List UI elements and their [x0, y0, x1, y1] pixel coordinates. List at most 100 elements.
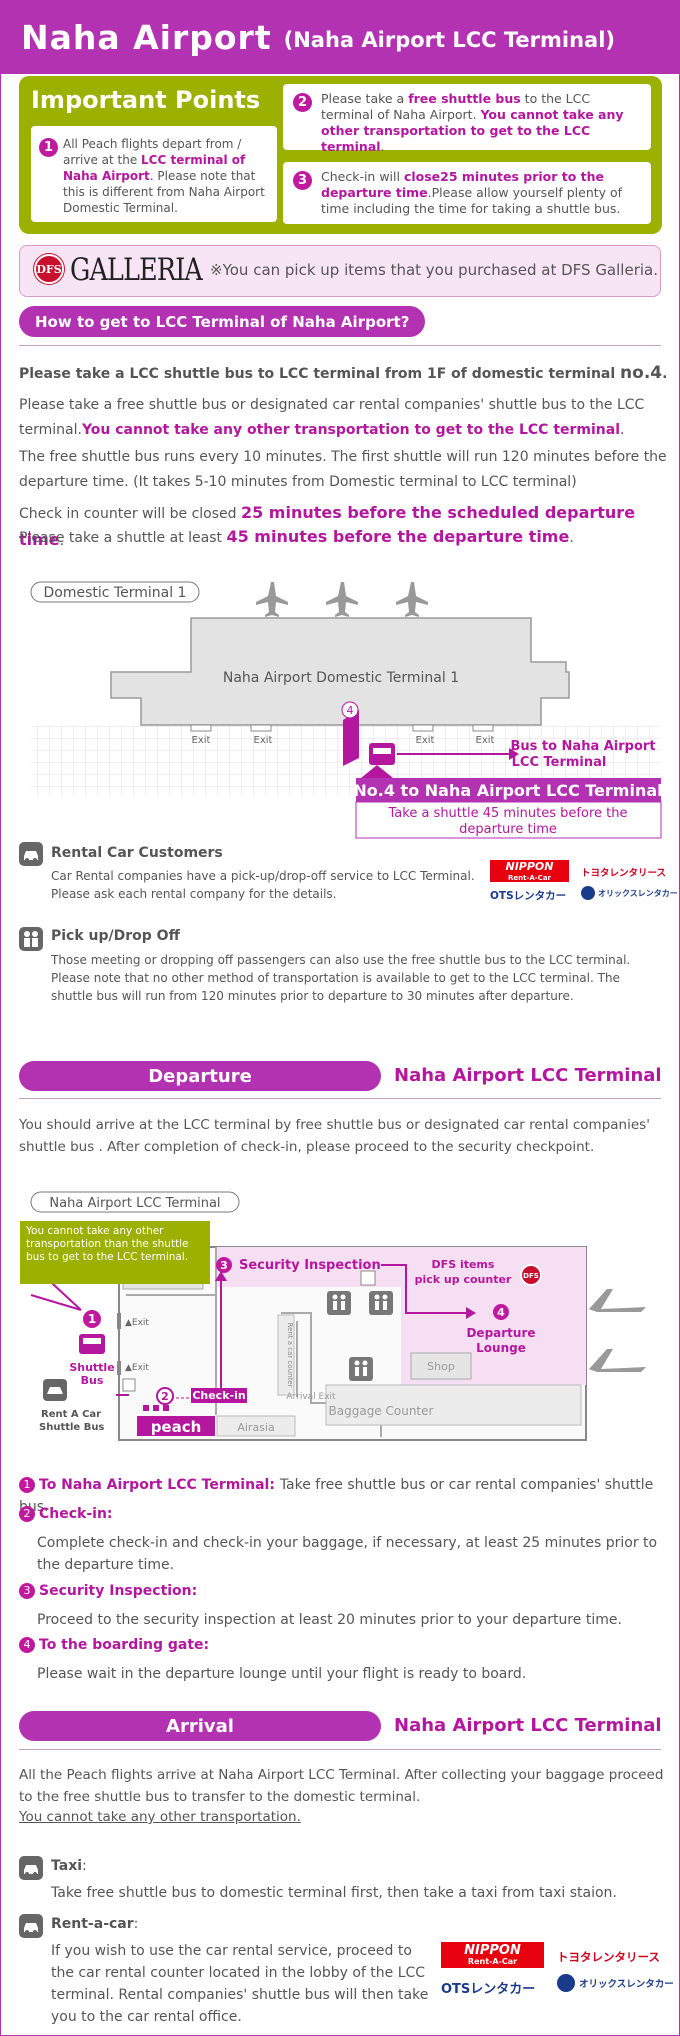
terminal-building: [110, 617, 570, 726]
page-subtitle: (Naha Airport LCC Terminal): [283, 28, 616, 52]
baggage-counter-box: [325, 1384, 582, 1426]
dfs-icon: [520, 1264, 542, 1286]
important-point-2: 2 Please take a free shuttle bus to the …: [283, 84, 651, 154]
arrow-right-icon: [466, 1307, 476, 1319]
page-title: Naha Airport: [21, 17, 272, 57]
route-arrow: [381, 1264, 466, 1314]
exit-label: Exit: [192, 735, 211, 746]
take-shuttle-line-1: Take a shuttle 45 minutes before the: [388, 806, 628, 821]
rent-label-2: Shuttle Bus: [39, 1422, 104, 1433]
pickup-title: Pick up/Drop Off: [51, 928, 180, 944]
dfs-logo: DFS: [34, 254, 64, 284]
pickup-body: Those meeting or dropping off passengers…: [51, 953, 631, 1003]
airasia-counter: [216, 1415, 296, 1437]
rental-body-2: Please ask each rental company for the d…: [51, 887, 337, 901]
shuttle-label-1: Shuttle: [69, 1361, 114, 1374]
lcc-warning-box: You cannot take any other transportation…: [20, 1221, 210, 1284]
shop-label: Shop: [427, 1360, 455, 1373]
terminal-building-label: Naha Airport Domestic Terminal 1: [223, 670, 459, 686]
restroom-icon: [327, 1291, 393, 1381]
lounge-label-1: Departure: [466, 1326, 535, 1340]
rent-counter-box: [277, 1314, 295, 1396]
orix-icon: [581, 886, 595, 900]
exit-label: ▲Exit: [125, 1318, 149, 1328]
gate-4-marker: [343, 710, 359, 766]
exit-markers: [190, 724, 494, 732]
divider: [19, 345, 661, 346]
airasia-label: Airasia: [237, 1421, 274, 1434]
peach-counter: [137, 1416, 215, 1436]
lcc-terminal-tag: [30, 1191, 240, 1213]
dfs-galleria-banner: DFS GALLERIA ※You can pick up items that…: [19, 245, 661, 297]
smoking-icon: [360, 1270, 376, 1286]
rental-body-1: Car Rental companies have a pick-up/drop…: [51, 869, 475, 883]
howto-para-4: Please take a shuttle at least 45 minute…: [19, 527, 574, 546]
lcc-terminal-map: Naha Airport LCC Terminal Shop Shop Rent…: [30, 1191, 646, 1441]
important-point-3: 3 Check-in will close25 minutes prior to…: [283, 162, 651, 224]
car-icon: [19, 1914, 43, 1938]
howto-para-3: Check in counter will be closed 25 minut…: [19, 503, 636, 549]
queue-markers: [143, 1405, 169, 1411]
dfs-items-label-2: pick up counter: [415, 1273, 512, 1286]
number-1-icon: 1: [39, 138, 58, 157]
ots-rentacar-logo: OTSレンタカー: [490, 890, 567, 902]
step-1-badge: [83, 1310, 101, 1328]
security-label: Security Inspection: [239, 1258, 381, 1273]
lounge-label-2: Lounge: [476, 1341, 526, 1355]
orix-rentacar-logo: オリックスレンタカー: [557, 1974, 674, 1992]
step-4-badge: [493, 1304, 509, 1320]
shop-box: [410, 1352, 472, 1380]
gate-4-badge: [341, 701, 359, 719]
no4-banner-label: No.4 to Naha Airport LCC Terminal: [353, 781, 662, 800]
arrival-pill: Arrival: [19, 1711, 381, 1741]
checkin-tag: [191, 1388, 247, 1403]
arrival-right-label: Naha Airport LCC Terminal: [394, 1715, 662, 1736]
departure-body: You should arrive at the LCC terminal by…: [19, 1117, 650, 1155]
howto-para-1: Please take a free shuttle bus or design…: [19, 397, 645, 438]
atm-icon: [122, 1378, 136, 1392]
take-shuttle-line-2: departure time: [459, 822, 557, 837]
gate-4-number: 4: [347, 704, 354, 717]
divider: [19, 1098, 661, 1099]
toyota-rentalease-logo: トヨタレンタリース: [557, 1950, 660, 1964]
dfs-items-label-1: DFS items: [432, 1258, 495, 1271]
important-point-1: 1 All Peach flights depart from / arrive…: [31, 126, 277, 222]
exit-marker: [117, 1361, 121, 1375]
toyota-rentalease-logo: トヨタレンタリース: [581, 868, 667, 879]
step-1-number: 1: [88, 1312, 96, 1326]
car-icon: [19, 1856, 43, 1880]
domestic-terminal-tag: [30, 581, 200, 603]
rental-title: Rental Car Customers: [51, 845, 223, 861]
airplane-icon: [256, 582, 428, 617]
rac-body: If you wish to use the car rental servic…: [51, 1943, 429, 2025]
take-shuttle-box: [355, 801, 662, 839]
important-points-title: Important Points: [31, 86, 261, 114]
domestic-terminal-tag-label: Domestic Terminal 1: [44, 585, 187, 601]
step-2-number: 2: [161, 1390, 169, 1403]
rent-counter-label: Rent a car counter: [286, 1323, 294, 1388]
rent-label-1: Rent A Car: [41, 1409, 101, 1420]
step-3-number: 3: [220, 1259, 228, 1272]
dfs-note: ※You can pick up items that you purchase…: [210, 261, 658, 279]
exit-label: Exit: [416, 735, 435, 746]
shuttle-label-2: Bus: [81, 1374, 104, 1387]
howto-para-2: The free shuttle bus runs every 10 minut…: [19, 449, 667, 490]
people-icon: [19, 927, 43, 951]
taxi-title: Taxi:: [51, 1858, 87, 1874]
arrow-right-icon: [509, 748, 519, 760]
exit-label: Exit: [254, 735, 273, 746]
how-to-pill: How to get to LCC Terminal of Naha Airpo…: [19, 306, 426, 337]
dfs-icon-label: DFS: [523, 1272, 539, 1280]
taxi-body: Take free shuttle bus to domestic termin…: [51, 1885, 617, 1901]
orix-rentacar-logo: オリックスレンタカー: [581, 886, 678, 900]
nippon-rentacar-logo: NIPPON Rent-A-Car: [441, 1942, 544, 1968]
number-2-icon: 2: [293, 93, 312, 112]
important-points-panel: Important Points 1 All Peach flights dep…: [19, 76, 662, 234]
departure-pill: Departure: [19, 1061, 381, 1091]
nippon-rentacar-logo: NIPPON Rent-A-Car: [490, 860, 569, 882]
arrival-warning: You cannot take any other transportation…: [19, 1809, 301, 1825]
